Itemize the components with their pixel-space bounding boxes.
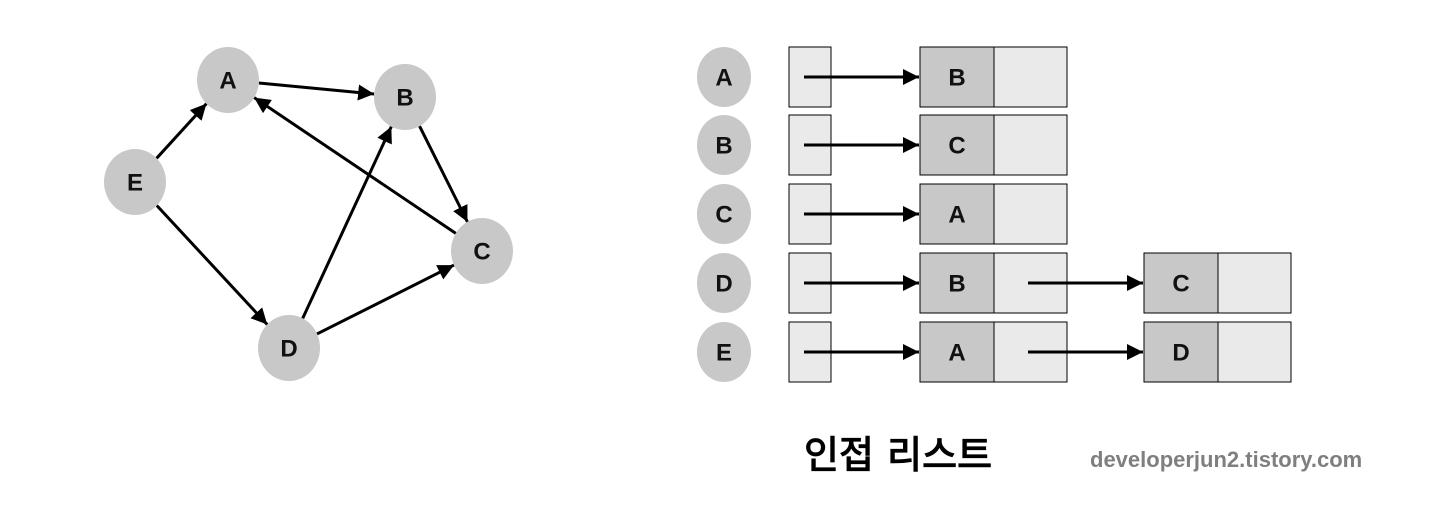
edge-c-to-a — [253, 96, 457, 235]
vertex-circle — [697, 322, 751, 382]
graph-node-label: D — [280, 336, 297, 363]
graph-edges — [155, 81, 469, 336]
graph-node-d: D — [258, 315, 320, 381]
list-node-value-cell — [1143, 252, 1219, 314]
caption-title: 인접 리스트 — [804, 433, 993, 477]
vertex-circle — [697, 184, 751, 244]
graph-node-label: C — [473, 239, 490, 266]
vertex-label: B — [715, 133, 732, 160]
vertex-label: D — [715, 271, 732, 298]
graph-node-circle — [374, 64, 436, 130]
vertex-label: C — [715, 202, 732, 229]
list-node-next-cell — [993, 183, 1068, 245]
edge-b-to-c — [418, 125, 469, 223]
graph-node-b: B — [374, 64, 436, 130]
graph-node-c: C — [451, 218, 513, 284]
list-node-label: C — [948, 133, 965, 160]
list-node-next-cell — [993, 114, 1068, 176]
vertex-label: A — [715, 65, 732, 92]
edge-d-to-c — [316, 263, 455, 336]
vertex-circle — [697, 253, 751, 313]
list-node-label: A — [948, 202, 965, 229]
edge-e-to-d — [155, 204, 269, 326]
graph-node-label: E — [127, 170, 143, 197]
list-node-value-cell — [919, 183, 995, 245]
list-node-label: B — [948, 65, 965, 92]
graph-node-circle — [258, 315, 320, 381]
edge-d-to-b — [301, 125, 393, 320]
watermark-text: developerjun2.tistory.com — [1090, 447, 1363, 472]
graph-node-circle — [104, 149, 166, 215]
graph-node-e: E — [104, 149, 166, 215]
edge-a-to-b — [258, 81, 375, 101]
graph-nodes: A B C D E — [104, 47, 513, 381]
list-node-value-cell — [919, 46, 995, 108]
list-node-next-cell — [993, 46, 1068, 108]
graph-node-label: B — [396, 85, 413, 112]
list-node-value-cell — [1143, 321, 1219, 383]
list-node-next-cell — [1217, 321, 1292, 383]
list-node-label: D — [1172, 340, 1189, 367]
list-node-next-cell — [1217, 252, 1292, 314]
directed-graph: A B C D E — [104, 47, 513, 381]
graph-node-circle — [451, 218, 513, 284]
graph-node-circle — [197, 47, 259, 113]
graph-node-label: A — [219, 68, 236, 95]
graph-node-a: A — [197, 47, 259, 113]
list-node-label: C — [1172, 271, 1189, 298]
list-node-value-cell — [919, 321, 995, 383]
list-node-value-cell — [919, 114, 995, 176]
list-node-label: B — [948, 271, 965, 298]
vertex-circle — [697, 47, 751, 107]
edge-e-to-a — [155, 102, 208, 160]
vertex-circle — [697, 115, 751, 175]
list-node-label: A — [948, 340, 965, 367]
vertex-label: E — [716, 340, 732, 367]
